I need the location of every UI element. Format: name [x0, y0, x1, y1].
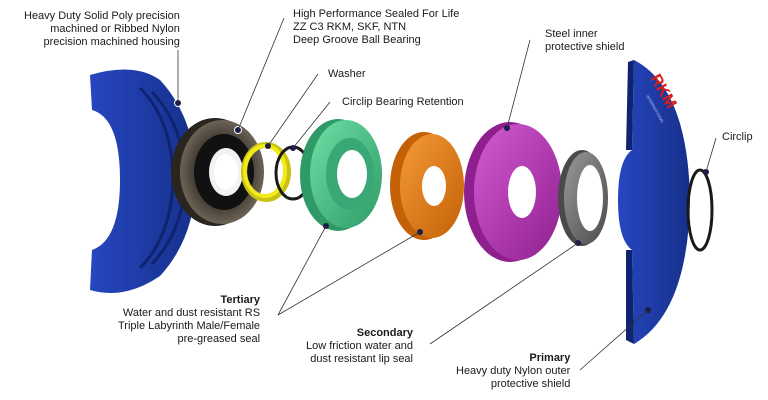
label-housing: Heavy Duty Solid Poly precision machined… — [24, 10, 180, 49]
housing-line-2: machined or Ribbed Nylon — [50, 23, 180, 35]
bearing — [171, 118, 264, 226]
circlip-line-1: Circlip — [722, 131, 753, 143]
primary-title: Primary — [529, 352, 571, 364]
circlip — [686, 168, 714, 252]
steel-shield-line-1: Steel inner — [545, 28, 598, 40]
secondary-line-2: dust resistant lip seal — [310, 353, 413, 365]
secondary-line-1: Low friction water and — [306, 340, 413, 352]
label-steel-shield: Steel inner protective shield — [545, 28, 625, 54]
bearing-line-3: Deep Groove Ball Bearing — [293, 34, 421, 46]
primary-grey-ring — [558, 150, 608, 246]
housing-line-1: Heavy Duty Solid Poly precision — [24, 10, 180, 22]
tertiary-title: Tertiary — [220, 294, 261, 306]
primary-line-1: Heavy duty Nylon outer — [456, 365, 571, 377]
label-tertiary: Tertiary Water and dust resistant RS Tri… — [118, 294, 260, 346]
tertiary-line-2: Triple Labyrinth Male/Female — [118, 320, 261, 332]
primary-outer-shield: RKM INTERNATIONAL — [618, 60, 690, 344]
tertiary-line-3: pre-greased seal — [177, 333, 261, 345]
label-primary: Primary Heavy duty Nylon outer protectiv… — [456, 352, 570, 391]
circlip-retention-line-1: Circlip Bearing Retention — [342, 96, 464, 108]
label-bearing: High Performance Sealed For Life ZZ C3 R… — [293, 8, 459, 47]
housing-bore — [92, 130, 118, 226]
outer-shield-body — [618, 60, 690, 344]
bearing-line-2: ZZ C3 RKM, SKF, NTN — [293, 21, 407, 33]
steel-shield-line-2: protective shield — [545, 41, 625, 53]
housing-line-3: precision machined housing — [43, 36, 180, 48]
leader-lines — [177, 17, 717, 371]
label-washer: Washer — [328, 68, 366, 81]
secondary-title: Secondary — [356, 327, 413, 339]
secondary-seal — [390, 132, 464, 240]
label-secondary: Secondary Low friction water and dust re… — [306, 327, 413, 366]
bearing-line-1: High Performance Sealed For Life — [293, 8, 460, 20]
label-circlip-retention: Circlip Bearing Retention — [342, 96, 464, 109]
steel-inner-shield — [464, 122, 562, 262]
primary-line-2: protective shield — [490, 378, 571, 390]
label-circlip: Circlip — [722, 131, 753, 144]
washer-line-1: Washer — [328, 68, 366, 80]
tertiary-line-1: Water and dust resistant RS — [122, 307, 261, 319]
tertiary-seal — [300, 119, 382, 231]
